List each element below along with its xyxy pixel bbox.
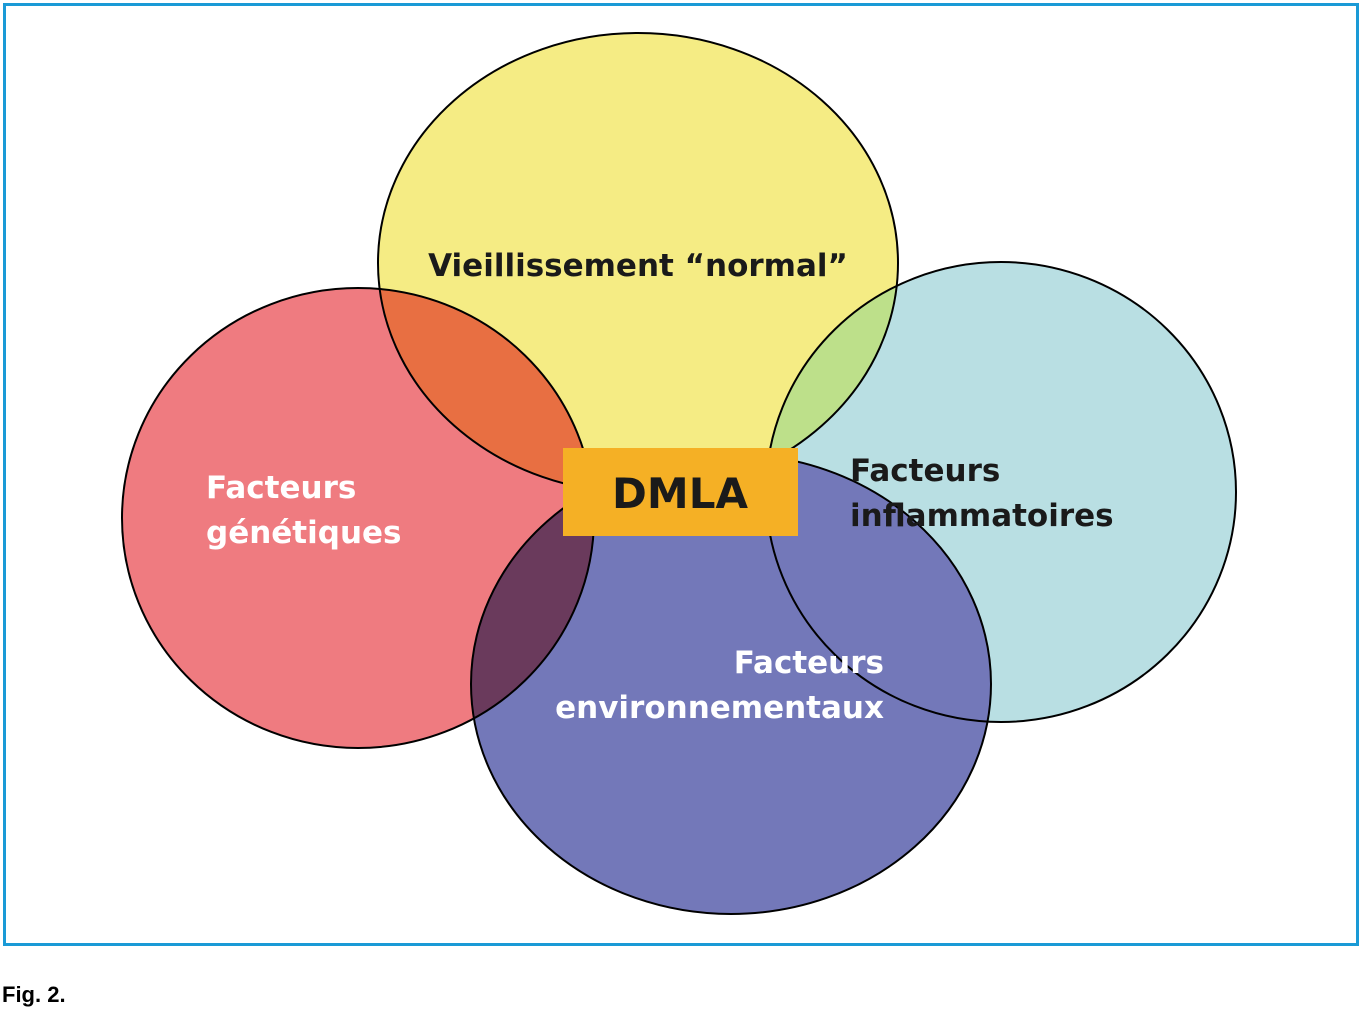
overlap-aging-genetic	[378, 288, 594, 493]
dmla-label: DMLA	[612, 469, 748, 518]
environmental-label-line1: Facteurs	[734, 645, 884, 681]
environmental-circle	[471, 454, 991, 914]
genetic-label-line1: Facteurs	[206, 470, 356, 506]
genetic-label-line2: génétiques	[206, 515, 402, 551]
dmla-box	[563, 448, 798, 536]
aging-label: Vieillissement “normal”	[428, 248, 848, 284]
inflammatory-label-line1: Facteurs	[850, 453, 1000, 489]
figure-caption: Fig. 2.	[2, 982, 66, 1007]
inflammatory-label-line2: inflammatoires	[850, 498, 1114, 534]
environmental-label-line2: environnementaux	[555, 690, 884, 726]
figure-frame	[3, 3, 1359, 946]
